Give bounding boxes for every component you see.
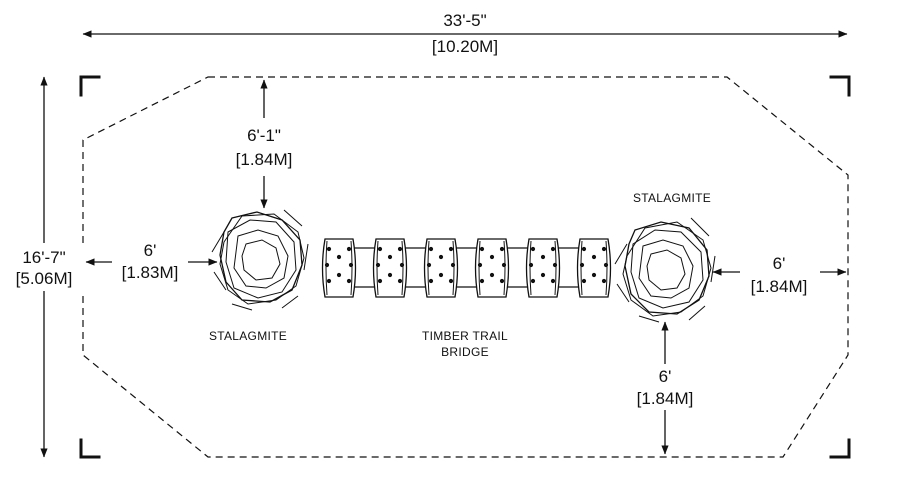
bridge-log <box>576 238 612 298</box>
corner-crop-marks <box>79 75 851 459</box>
right-stalagmite-label: STALAGMITE <box>633 191 711 205</box>
bridge-log <box>423 238 459 298</box>
bottom-clearance-imperial: 6' <box>659 367 672 386</box>
top-clearance-dimension: 6'-1" [1.84M] <box>220 79 308 209</box>
use-zone-boundary <box>82 76 849 458</box>
overall-width-imperial: 16'-7" <box>22 248 65 267</box>
overall-length-dimension: 33'-5" [10.20M] <box>82 11 848 56</box>
bottom-clearance-dimension: 6' [1.84M] <box>622 321 708 455</box>
overall-width-dimension: 16'-7" [5.06M] <box>2 76 84 458</box>
left-clearance-dimension: 6' [1.83M] <box>85 240 218 284</box>
overall-length-imperial: 33'-5" <box>443 11 486 30</box>
right-clearance-dimension: 6' [1.84M] <box>712 252 847 298</box>
bridge-label-line2: BRIDGE <box>441 345 489 359</box>
bridge-log <box>372 238 408 298</box>
left-clearance-metric: [1.83M] <box>122 263 179 282</box>
bridge-log <box>525 238 561 298</box>
right-clearance-imperial: 6' <box>773 254 786 273</box>
bottom-clearance-metric: [1.84M] <box>637 389 694 408</box>
left-stalagmite <box>211 209 309 311</box>
top-clearance-imperial: 6'-1" <box>247 126 281 145</box>
left-stalagmite-label: STALAGMITE <box>209 329 287 343</box>
left-clearance-imperial: 6' <box>144 241 157 260</box>
bridge-log <box>474 238 510 298</box>
bridge-log <box>321 238 357 298</box>
timber-trail-bridge <box>321 238 612 298</box>
right-clearance-metric: [1.84M] <box>751 277 808 296</box>
overall-length-metric: [10.20M] <box>432 37 498 56</box>
bridge-label-line1: TIMBER TRAIL <box>422 329 508 343</box>
right-stalagmite <box>614 217 716 323</box>
top-clearance-metric: [1.84M] <box>236 150 293 169</box>
overall-width-metric: [5.06M] <box>16 269 73 288</box>
